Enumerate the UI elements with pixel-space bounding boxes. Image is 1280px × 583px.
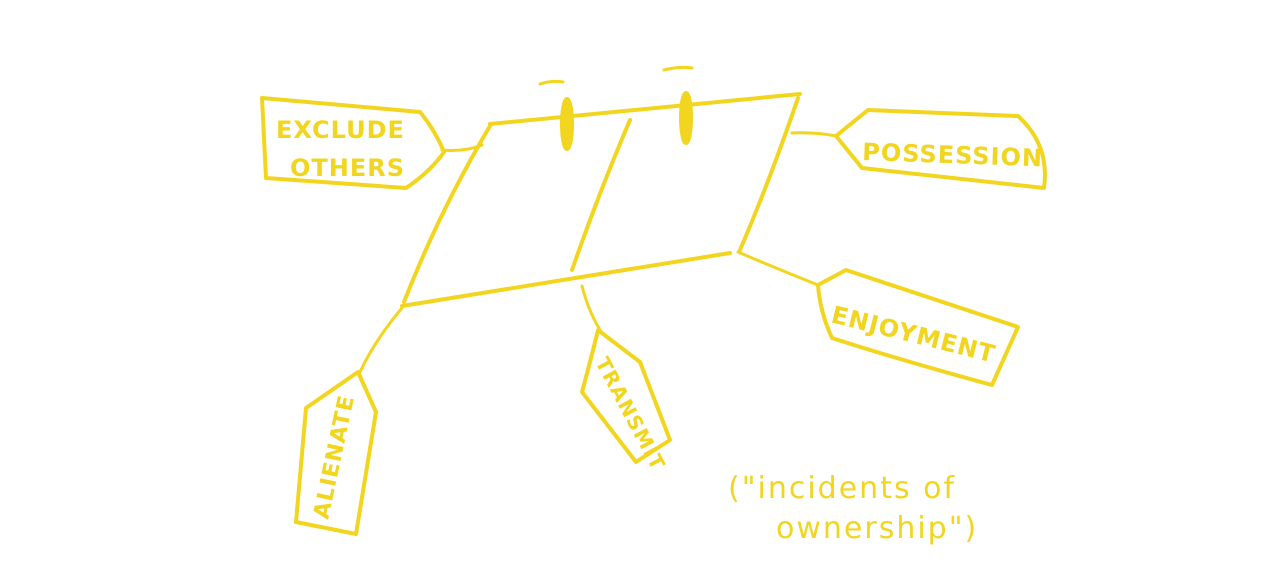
tag-exclude-line2: OTHERS xyxy=(290,154,405,182)
note-line1: ("incidents of xyxy=(728,471,956,506)
stick-left xyxy=(402,124,492,304)
tag-transmit-string xyxy=(580,284,602,332)
tag-enjoyment: ENJOYMENT xyxy=(736,250,1020,387)
bundle-tie-left xyxy=(560,97,574,151)
stick-bundle xyxy=(400,65,802,308)
tie-mark-right xyxy=(662,65,694,72)
tag-exclude-string xyxy=(440,143,484,152)
bundle-bottom-band xyxy=(400,251,732,308)
tag-transmit: TRANSMIT xyxy=(580,284,672,474)
tag-exclude-outline xyxy=(260,96,446,190)
tag-possession: POSSESSION xyxy=(790,108,1047,190)
tag-exclude-others: EXCLUDE OTHERS xyxy=(260,96,484,190)
tag-enjoyment-outline xyxy=(816,268,1020,387)
tag-alienate-string xyxy=(358,306,404,374)
tag-alienate-outline xyxy=(294,370,378,536)
incidents-of-ownership-note: ("incidents of ownership") xyxy=(728,471,978,546)
tag-enjoyment-string xyxy=(736,250,820,287)
tie-mark-left xyxy=(538,79,565,86)
note-line2: ownership") xyxy=(776,511,978,546)
tag-transmit-outline xyxy=(580,328,672,464)
bundle-tie-right xyxy=(679,91,693,145)
bundle-top-band xyxy=(488,92,802,126)
tag-alienate: ALIENATE xyxy=(294,306,404,536)
stick-middle xyxy=(570,118,632,272)
tag-possession-text: POSSESSION xyxy=(862,138,1044,172)
tag-alienate-text: ALIENATE xyxy=(309,393,360,521)
tag-possession-string xyxy=(790,131,838,138)
tag-possession-outline xyxy=(834,108,1047,190)
tag-exclude-line1: EXCLUDE xyxy=(276,116,405,144)
stick-right xyxy=(738,96,800,252)
